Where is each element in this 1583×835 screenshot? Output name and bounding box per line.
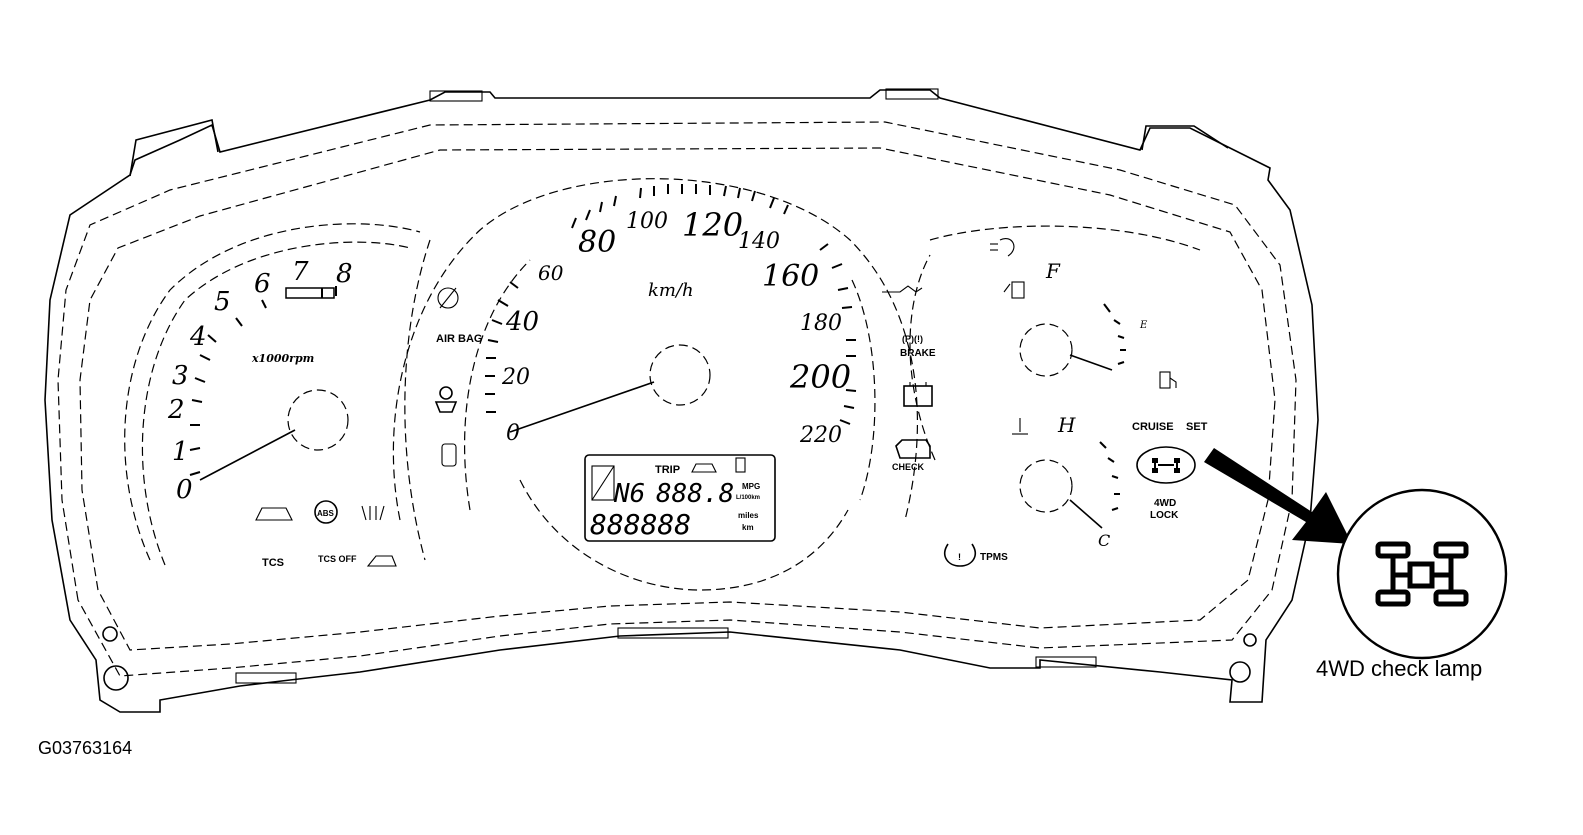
speed-label-120: 120 <box>682 206 743 244</box>
lcd-gear: N6 <box>613 479 645 509</box>
brake-pad-icon <box>361 505 385 521</box>
tcs-label: TCS <box>262 557 284 569</box>
tach-unit-label: x1000rpm <box>251 352 314 365</box>
speed-label-200: 200 <box>789 358 851 396</box>
4wd-check-lamp-large-icon <box>1375 541 1469 607</box>
callout-magnifier <box>1336 488 1508 660</box>
speed-label-20: 20 <box>501 365 530 390</box>
lcd-display: N6 TRIP 888.8 MPG L/100km 888888 miles k… <box>584 454 776 542</box>
speed-label-0: 0 <box>506 421 520 446</box>
tach-label-3: 3 <box>172 361 189 391</box>
cruise-label: CRUISE <box>1132 421 1174 433</box>
svg-text:!: ! <box>958 552 961 562</box>
seatbelt-icon <box>437 287 459 309</box>
engine-check-icon <box>895 439 931 459</box>
airbag-icon <box>434 386 458 413</box>
speed-label-40: 40 <box>505 307 539 337</box>
tach-label-0: 0 <box>176 475 193 505</box>
airbag-label-text: AIR BAG <box>436 333 482 345</box>
lcd-unit-km: km <box>742 523 754 532</box>
tach-label-7: 7 <box>292 257 309 287</box>
4wd-label-line2: LOCK <box>1150 510 1179 521</box>
speed-label-220: 220 <box>799 423 842 448</box>
door-ajar-icon <box>441 443 457 467</box>
set-label: SET <box>1186 421 1208 433</box>
lcd-unit-miles: miles <box>738 511 759 520</box>
speed-label-80: 80 <box>578 225 616 260</box>
temp-cold-label: C <box>1098 531 1110 550</box>
tachometer: 0 1 2 3 4 5 6 7 8 x1000rpm <box>124 223 431 566</box>
tach-label-8: 8 <box>336 259 353 289</box>
check-label: CHECK <box>892 462 925 472</box>
tpms-label: TPMS <box>980 552 1008 563</box>
4wd-check-lamp-icon <box>1152 458 1180 473</box>
fuel-tick-marks <box>1103 303 1126 365</box>
fuel-door-icon <box>1003 281 1025 299</box>
fuel-full-label: F <box>1045 259 1061 283</box>
figure-id: G03763164 <box>38 738 133 758</box>
cluster-housing <box>44 88 1319 713</box>
lcd-unit-mpg: MPG <box>742 482 760 491</box>
right-indicator-strip: (P)(!) BRAKE CHECK <box>882 285 936 472</box>
brake-label-line2: BRAKE <box>900 348 936 359</box>
fuel-gauge: F E <box>909 225 1201 461</box>
trunk-open-icon <box>255 507 293 521</box>
fuel-pump-low-icon <box>1159 371 1177 389</box>
lcd-row1-digits: 888.8 <box>656 479 734 509</box>
callout-arrow <box>1204 448 1352 544</box>
high-beam-icon <box>990 238 1015 257</box>
fuel-empty-label: E <box>1139 320 1148 331</box>
temp-gauge: H C ! TPMS <box>944 413 1120 567</box>
speed-label-60: 60 <box>538 261 564 285</box>
speed-label-100: 100 <box>626 209 668 234</box>
oil-pressure-icon <box>882 285 923 293</box>
tach-label-1: 1 <box>172 437 189 467</box>
left-indicator-strip: AIR BAG ABS TCS TCS OFF <box>255 287 482 569</box>
speed-tick-marks <box>485 184 857 425</box>
tach-label-5: 5 <box>214 287 231 317</box>
svg-text:ABS: ABS <box>317 509 335 518</box>
speedometer: 0 20 40 60 80 100 120 140 160 180 200 22… <box>392 178 919 591</box>
speed-label-160: 160 <box>762 259 819 294</box>
tcs-off-label: TCS OFF <box>318 554 357 564</box>
tach-tick-marks <box>189 286 337 476</box>
lcd-trip-label: TRIP <box>655 464 680 476</box>
callout-label: 4WD check lamp <box>1316 656 1483 681</box>
tpms-icon: ! <box>944 543 976 567</box>
car-range-icon <box>691 463 717 473</box>
fuel-pump-icon <box>735 457 746 473</box>
speed-unit-label: km/h <box>648 280 694 301</box>
tach-label-6: 6 <box>254 269 271 299</box>
tach-label-4: 4 <box>189 322 207 352</box>
cruise-and-4wd: CRUISE SET 4WD LOCK <box>1132 421 1208 521</box>
temp-hot-label: H <box>1057 413 1076 437</box>
tach-label-2: 2 <box>167 395 185 425</box>
brake-label-line1: (P)(!) <box>902 334 923 344</box>
lcd-row2-digits: 888888 <box>590 508 691 541</box>
coolant-temp-icon <box>1012 418 1028 435</box>
speed-label-180: 180 <box>800 311 842 336</box>
4wd-lamp-highlight <box>1136 446 1196 484</box>
esp-icon <box>366 555 397 567</box>
lcd-unit-l100km: L/100km <box>736 495 760 501</box>
airbag-label: AIR BAG <box>436 333 482 345</box>
4wd-label-line1: 4WD <box>1154 498 1176 509</box>
temp-tick-marks <box>1099 441 1120 511</box>
speed-label-140: 140 <box>738 229 780 254</box>
abs-icon: ABS <box>314 500 338 524</box>
battery-icon <box>903 382 933 407</box>
